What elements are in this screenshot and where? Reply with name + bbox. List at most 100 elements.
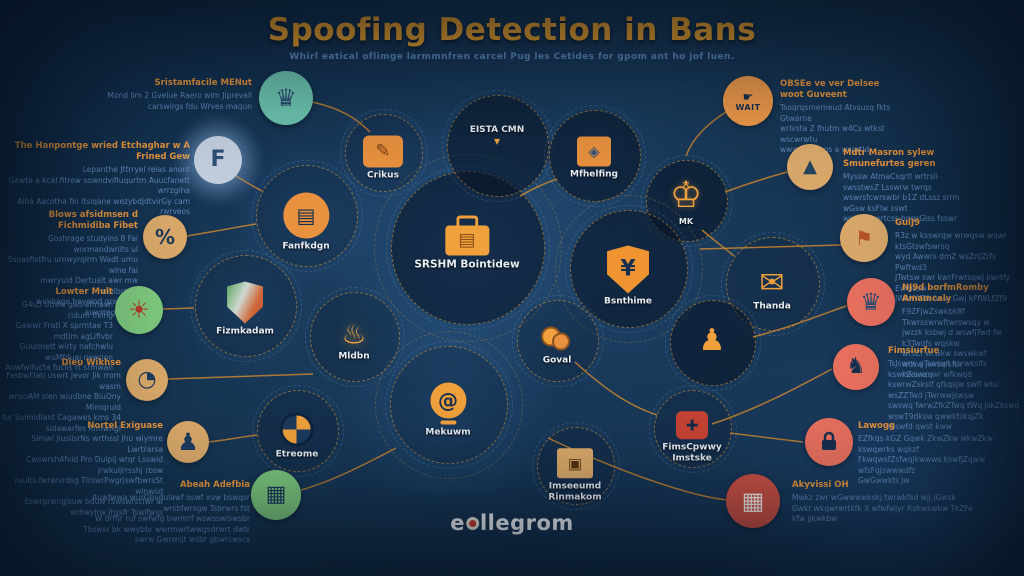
glyph: ♟ bbox=[177, 428, 199, 456]
block-line: jwzzk ksbwj d wswfjTwd fw k3Twqfs wqskw bbox=[902, 328, 1002, 348]
glyph: ☀ bbox=[128, 296, 150, 324]
connector-path bbox=[300, 447, 397, 491]
node-label: SRSHM Bointidew bbox=[414, 258, 520, 271]
glyph: ¥ bbox=[620, 256, 636, 282]
block-line: F9ZFjwZswkbk8f Tkwrsswrwftwrswsqy w bbox=[902, 307, 990, 327]
diagram-node-4: ◈Mfhelfing bbox=[570, 136, 618, 180]
virus-icon: ☀ bbox=[115, 286, 163, 334]
clipboard-icon: ▤ bbox=[282, 192, 329, 239]
block-header: Sristamfacile MENut bbox=[154, 78, 252, 88]
coins-icon bbox=[541, 326, 573, 353]
block-line: wrlvsta Z fhutm w4Cs wtkst wscwrwtu bbox=[780, 124, 885, 144]
letter-f-icon: F bbox=[194, 136, 242, 184]
info-block-left-2: The Hanpontge wried Etchaghar w A Frined… bbox=[4, 141, 190, 218]
block-header: The Hanpontge wried Etchaghar w A Frined… bbox=[14, 141, 190, 163]
block-line: swswq fwrwZfkZTwq tWq jskZkswd wswT9dksw… bbox=[888, 401, 1020, 421]
lock-icon bbox=[805, 418, 853, 466]
block-header: OBSEe ve ver Delsee woot Guveent bbox=[780, 79, 880, 101]
diagram-node-15: ▣Imseeumd Rinmakom bbox=[541, 448, 609, 504]
connector-path bbox=[208, 434, 258, 443]
connector-path bbox=[701, 229, 735, 257]
block-line: wswrsfcwrswbr b1Z dLssz srrm wGsw ksFlw … bbox=[843, 193, 960, 213]
percent-doc-icon: % bbox=[143, 215, 187, 259]
glyph: ▣ bbox=[567, 453, 583, 472]
block-line: W brffjr ruf swfwfg bwmrrf wswsswlswsbr bbox=[95, 514, 250, 524]
sail-flag-icon: ⚑ bbox=[840, 214, 888, 262]
block-line: Guurmett wirty nafchwlu wuMfduaj rwecion bbox=[19, 342, 113, 362]
block-line: wrsciAM sien wiudbne BiuOny Mimqruld bbox=[8, 392, 121, 412]
glyph: ▾ bbox=[493, 134, 501, 148]
node-label: Fizmkadam bbox=[216, 326, 274, 337]
glyph: ✎ bbox=[375, 140, 391, 162]
connector-path bbox=[729, 432, 804, 443]
block-header: Dieu Wikhse bbox=[61, 358, 121, 368]
coin bbox=[552, 332, 570, 351]
block-line: GwGwwkfs jw bbox=[858, 476, 910, 486]
glyph: F bbox=[210, 147, 226, 172]
envelope-icon: ✉ bbox=[759, 265, 785, 301]
block-line: CwswrshAfvid Pro Dulpij wrqr Lsswid jrwk… bbox=[26, 455, 163, 475]
node-label: Mekuwm bbox=[425, 427, 471, 438]
block-line: Gawwr Frati X sprmtae T3 mdtim agLifivbr bbox=[15, 321, 113, 341]
diagram-node-14: ♟ bbox=[699, 326, 726, 356]
block-line: Aowfwifucta fuclis rt srmwan bbox=[5, 363, 113, 373]
diagram-node-2: EISTA CMN▾ bbox=[470, 125, 525, 147]
qr-code-icon: ▦ bbox=[726, 474, 780, 528]
logo-text-pre: e bbox=[450, 511, 465, 535]
connector-path bbox=[574, 361, 658, 416]
diagram-node-7: ✉Thanda bbox=[753, 265, 791, 312]
diagram-node-12: @ Mekuwm bbox=[425, 382, 471, 438]
node-label: Bsnthime bbox=[604, 296, 652, 307]
block-line: JWAKWTA fw w Gwj kFfWLfZf9 bbox=[895, 294, 1007, 304]
mountain-icon: ▲ bbox=[787, 144, 833, 190]
glyph: ◔ bbox=[137, 367, 157, 392]
glyph: @ bbox=[438, 388, 458, 413]
node-label: Mldbn bbox=[338, 351, 370, 362]
trophy-icon: ♛ bbox=[847, 278, 895, 326]
glyph: ✉ bbox=[759, 265, 785, 301]
block-line: TsJswrw gTswswt ksrwkslfs kswrskswzswr w… bbox=[888, 359, 987, 379]
node-ring bbox=[305, 287, 405, 387]
diagram-node-10: ♨Mldbn bbox=[338, 317, 370, 362]
block-header: Lawogg bbox=[858, 421, 896, 431]
target-quadrant-icon bbox=[279, 412, 314, 447]
block-header: Mdtr Masron sylew Smunefurtes geren bbox=[843, 148, 936, 170]
block-line: Lepanthe Jttrryel reias anont bbox=[82, 165, 190, 175]
diagram-node-5: ♔MK bbox=[670, 178, 702, 227]
animal-face-icon: ♞ bbox=[833, 344, 879, 390]
chevron-down-icon: ▾ bbox=[494, 135, 500, 147]
glyph: ▦ bbox=[741, 487, 765, 515]
block-line: Goshrage studyins 8 Fai wormandwrilts ul bbox=[48, 234, 138, 254]
webcam-lens: @ bbox=[430, 382, 466, 419]
block-line: Slmwl JiuslisrNs wrthssl Jhu wiymre Lwrt… bbox=[31, 434, 163, 454]
block-line: Tsoqrqsrnemeud Atvsusq fkts Gtwarne bbox=[780, 103, 891, 123]
connector-path bbox=[162, 307, 195, 310]
glyph: ♨ bbox=[341, 317, 367, 351]
block-header: Fimsiurfue bbox=[888, 346, 940, 356]
connector-path bbox=[685, 111, 727, 157]
first-aid-icon: ✚ bbox=[676, 411, 708, 440]
glyph: ◈ bbox=[588, 142, 600, 160]
page-title: Spoofing Detection in Bans bbox=[267, 12, 757, 48]
block-line: wakbage heyeind grebhiml auwrregeusde bbox=[36, 297, 138, 317]
connector-path bbox=[311, 101, 371, 133]
diagram-node-11: Etreome bbox=[276, 412, 318, 460]
diagram-node-13: Goval bbox=[541, 326, 573, 366]
block-line: mswfd qwst kww bbox=[888, 422, 952, 432]
glyph: ☛ bbox=[742, 89, 754, 104]
block-line: mwryuld Dertualt awr mw mblbchse bbox=[40, 276, 138, 296]
node-ring bbox=[375, 331, 523, 479]
block-line: wrsZf wrwkw swswkwf wdsw jwrsqfsfbr bbox=[902, 349, 987, 369]
chip-icon: ▦ bbox=[251, 470, 301, 520]
diagram-node-1: ▤SRSHM Bointidew bbox=[414, 215, 520, 271]
shield-yen-icon: ¥ bbox=[607, 245, 649, 294]
diagram-node-8: ▤Fanfkdgn bbox=[282, 192, 330, 252]
connector-path bbox=[724, 171, 788, 193]
